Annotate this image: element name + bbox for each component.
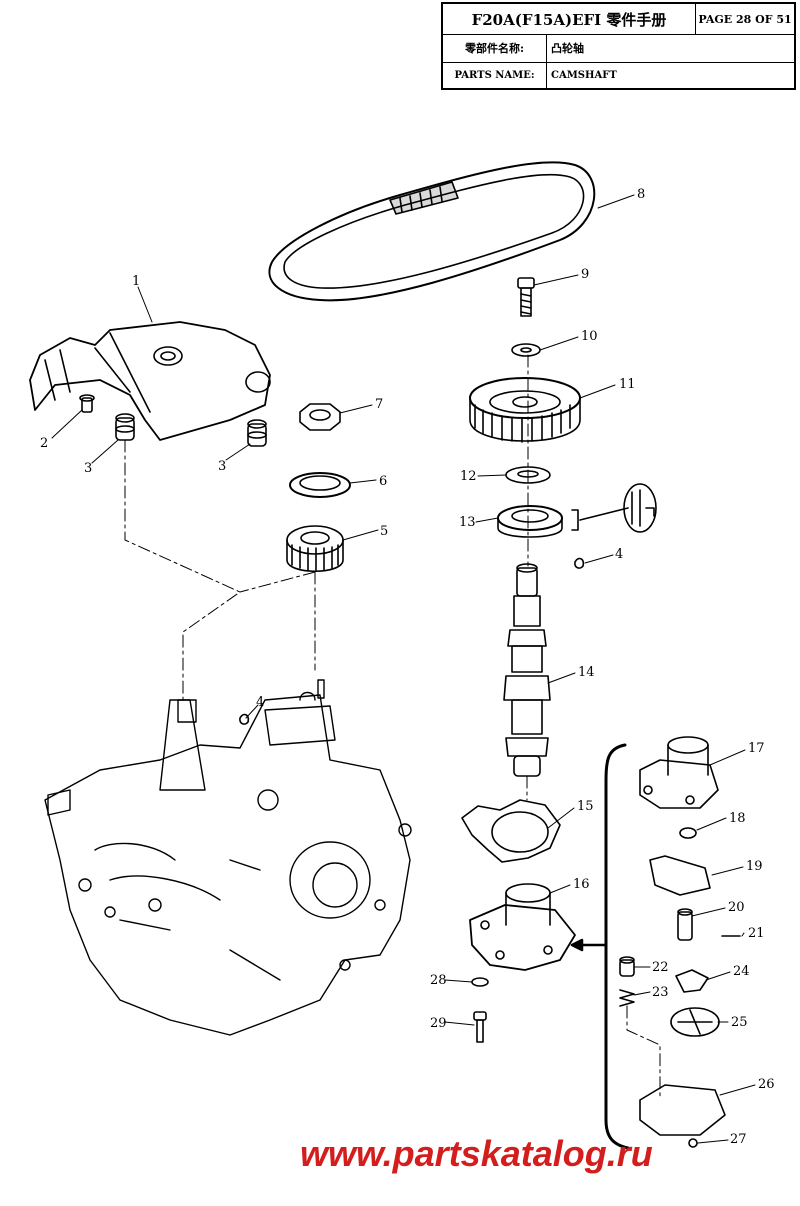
- seal-detail-inset: [571, 483, 657, 533]
- callout-16: 16: [573, 877, 590, 892]
- callout-12: 12: [460, 469, 477, 484]
- nut: [299, 403, 341, 431]
- callout-labels: 1 2 3 3 4 4 5 6 7 8 9 10 11 12 13 14 15 …: [40, 187, 775, 1147]
- callout-24: 24: [733, 964, 750, 979]
- en-name-label: PARTS NAME:: [454, 69, 535, 81]
- engine-block: [44, 679, 412, 1036]
- assembly-arrow: [570, 938, 608, 952]
- washer-small: [511, 343, 541, 357]
- cn-name-label: 零部件名称:: [464, 42, 525, 55]
- crank-pulley: [286, 525, 344, 573]
- grommet-left: [115, 413, 135, 441]
- cover-bolt: [79, 394, 95, 413]
- callout-19: 19: [746, 859, 763, 874]
- timing-belt-cover: [29, 321, 271, 441]
- callout-4a: 4: [615, 547, 623, 562]
- callout-7: 7: [375, 397, 383, 412]
- callout-29: 29: [430, 1016, 447, 1031]
- callout-17: 17: [748, 741, 765, 756]
- oil-seal: [497, 505, 563, 538]
- pump-bolt: [473, 1011, 487, 1043]
- outer-rotor: [670, 1007, 720, 1037]
- pump-cover-plate: [639, 1084, 726, 1136]
- cn-name-row: 零部件名称: 凸轮轴: [443, 34, 794, 63]
- key-small: [239, 713, 250, 725]
- title-row: F20A(F15A)EFI 零件手册 PAGE 28 OF 51: [443, 4, 794, 35]
- alignment-lines: [124, 354, 661, 1099]
- callout-25: 25: [731, 1015, 748, 1030]
- leader-lines: [51, 194, 756, 1144]
- callout-9: 9: [581, 267, 589, 282]
- en-name-row: PARTS NAME: CAMSHAFT: [443, 62, 794, 88]
- o-ring-small: [679, 827, 697, 839]
- pulley-bolt: [517, 277, 535, 317]
- callout-28: 28: [430, 973, 447, 988]
- relief-valve-pin: [677, 908, 693, 941]
- oil-pump-gasket: [461, 799, 561, 863]
- callout-20: 20: [728, 900, 745, 915]
- callout-10: 10: [581, 329, 598, 344]
- cam-pulley: [469, 377, 581, 443]
- callout-2: 2: [40, 436, 48, 451]
- title-block: F20A(F15A)EFI 零件手册 PAGE 28 OF 51 零部件名称: …: [441, 2, 796, 90]
- o-ring-seal: [649, 855, 711, 896]
- camshaft: [503, 563, 551, 777]
- callout-15: 15: [577, 799, 594, 814]
- callout-18: 18: [729, 811, 746, 826]
- en-name-value: CAMSHAFT: [551, 69, 617, 81]
- callout-21: 21: [748, 926, 765, 941]
- watermark: www.partskatalog.ru: [300, 1133, 653, 1174]
- relief-spring: [619, 989, 635, 1007]
- callout-3b: 3: [218, 459, 226, 474]
- model-title: F20A(F15A)EFI 零件手册: [471, 10, 667, 29]
- callout-8: 8: [637, 187, 645, 202]
- pump-cover-housing: [639, 736, 719, 809]
- pump-washer: [471, 977, 489, 987]
- callout-11: 11: [619, 377, 636, 392]
- callout-27: 27: [730, 1132, 747, 1147]
- key-small: [574, 557, 585, 569]
- grommet-right: [247, 419, 267, 447]
- relief-plunger: [619, 956, 635, 977]
- callout-22: 22: [652, 960, 669, 975]
- washer-large: [289, 472, 351, 498]
- timing-belt: [268, 161, 596, 302]
- assembly-bracket: [604, 743, 630, 1150]
- callout-5: 5: [380, 524, 388, 539]
- callout-4b: 4: [256, 695, 264, 710]
- callout-1: 1: [132, 274, 140, 289]
- cover-screw: [688, 1138, 698, 1148]
- callout-6: 6: [379, 474, 387, 489]
- page-label: PAGE 28 OF 51: [698, 12, 792, 26]
- oil-pump-body: [469, 883, 576, 971]
- callout-3a: 3: [84, 461, 92, 476]
- callout-14: 14: [578, 665, 595, 680]
- callout-26: 26: [758, 1077, 775, 1092]
- cn-name-value: 凸轮轴: [551, 42, 584, 55]
- inner-rotor: [675, 969, 709, 993]
- callout-23: 23: [652, 985, 669, 1000]
- callout-13: 13: [459, 515, 476, 530]
